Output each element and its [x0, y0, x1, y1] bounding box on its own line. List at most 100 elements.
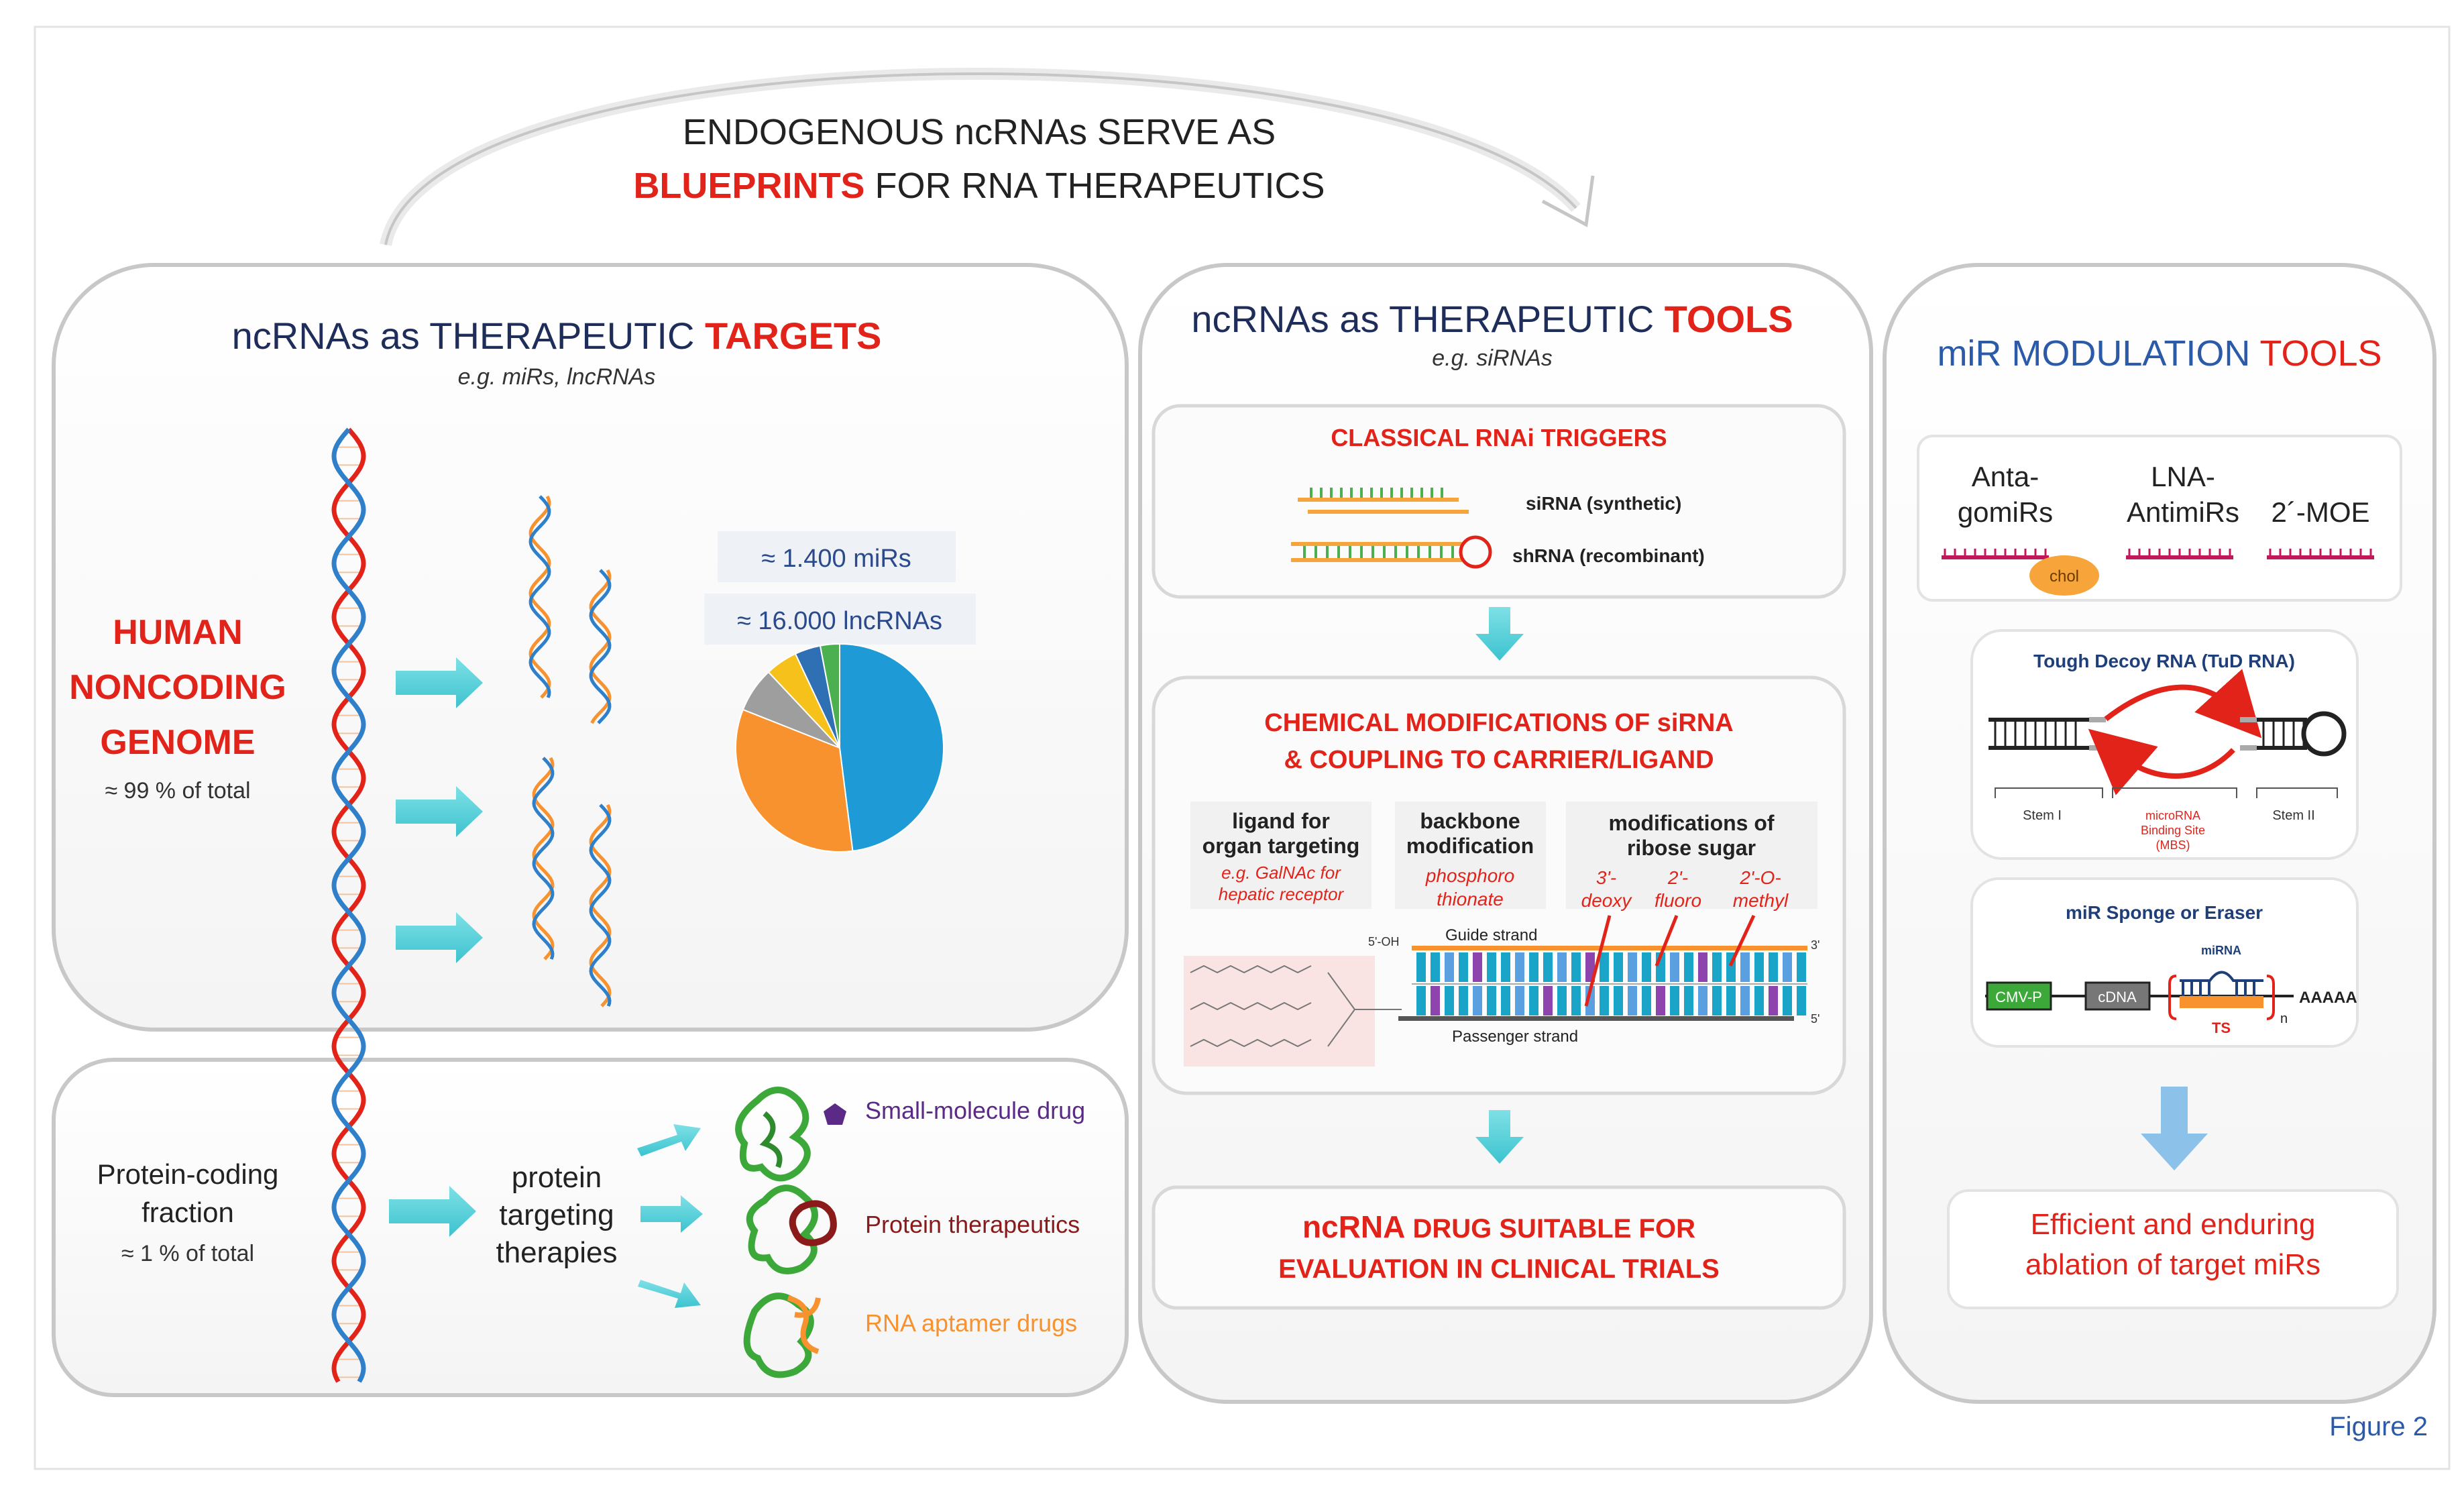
- sponge-title: miR Sponge or Eraser: [2066, 902, 2263, 923]
- genome-to-ncrna-arrows: [396, 657, 483, 963]
- pie-slice: [735, 708, 854, 852]
- ligand-box: [1190, 802, 1371, 909]
- header-blueprints: BLUEPRINTS: [633, 166, 864, 206]
- svg-text:ncRNAs as THERAPEUTIC TARGETS: ncRNAs as THERAPEUTIC TARGETS: [232, 315, 882, 357]
- targets-title-red: TARGETS: [705, 315, 881, 357]
- mbs-line2: Binding Site: [2141, 824, 2205, 837]
- mbs-line3: (MBS): [2156, 838, 2190, 852]
- rna-aptamer-icon: [743, 1292, 821, 1378]
- sugar-mod-3-l1: 2'-O-: [1739, 867, 1781, 888]
- small-molecule-protein-icon: [735, 1087, 811, 1182]
- genome-pct: ≈ 99 % of total: [105, 778, 250, 804]
- drug-title-ncrna: ncRNA: [1302, 1209, 1405, 1244]
- prime-3: 3': [1811, 938, 1819, 952]
- therapy-line3: therapies: [496, 1236, 617, 1269]
- drug-small-molecule: Small-molecule drug: [865, 1097, 1085, 1124]
- down-arrow-blue: [2141, 1087, 2208, 1170]
- tools-subtitle: e.g. siRNAs: [1432, 345, 1553, 371]
- header-line1: ENDOGENOUS ncRNAs SERVE AS: [683, 112, 1276, 152]
- small-molecule-icon: [824, 1103, 846, 1125]
- protein-fraction-pct: ≈ 1 % of total: [121, 1241, 254, 1266]
- prime-5oh: 5'-OH: [1368, 935, 1399, 948]
- shrna-hairpin-icon: [1291, 535, 1492, 569]
- tools-title: ncRNAs as THERAPEUTIC: [1191, 298, 1664, 340]
- chem-title-line2: & COUPLING TO CARRIER/LIGAND: [1284, 746, 1714, 774]
- header-line2-rest: FOR RNA THERAPEUTICS: [864, 166, 1325, 206]
- backbone-title-1: backbone: [1420, 809, 1520, 833]
- tools-title-red: TOOLS: [1665, 298, 1793, 340]
- protein-panel: [52, 1058, 1129, 1397]
- ligand-note-1: e.g. GalNAc for: [1221, 863, 1341, 883]
- protein-therapeutic-icon: [746, 1185, 837, 1274]
- antimir-strands: [1942, 549, 2374, 559]
- ligand-title-1: ligand for: [1232, 809, 1330, 833]
- sponge-construct: [1985, 971, 2294, 1020]
- genome-dna-helix: [331, 427, 366, 1383]
- prime-5b: 5': [1811, 1012, 1819, 1026]
- svg-text:miR MODULATION TOOLS: miR MODULATION TOOLS: [1937, 333, 2382, 374]
- modulation-title: miR MODULATION: [1937, 333, 2259, 374]
- sugar-mod-2-l1: 2'-: [1667, 867, 1688, 888]
- cmv-label: CMV-P: [1995, 989, 2042, 1005]
- clinical-trials-box: [1152, 1185, 1846, 1310]
- tud-title: Tough Decoy RNA (TuD RNA): [2033, 651, 2295, 671]
- blueprint-curve-arrow: [380, 67, 1595, 246]
- result-line2: ablation of target miRs: [2025, 1248, 2320, 1281]
- result-line1: Efficient and enduring: [2031, 1208, 2316, 1241]
- cholesterol-icon: [2029, 555, 2099, 596]
- ts-label: TS: [2212, 1020, 2231, 1036]
- ligand-note-2: hepatic receptor: [1219, 884, 1345, 904]
- therapy-line1: protein: [512, 1161, 602, 1194]
- guide-strand-label: Guide strand: [1445, 926, 1537, 944]
- sugar-mod-2-l2: fluoro: [1655, 890, 1701, 911]
- drug-title-rest: DRUG SUITABLE FOR: [1405, 1214, 1695, 1244]
- sugar-mod-3-l2: methyl: [1733, 890, 1789, 911]
- targets-subtitle: e.g. miRs, lncRNAs: [458, 364, 656, 390]
- passenger-strand-label: Passenger strand: [1452, 1028, 1578, 1046]
- lncrnas-count-box: [704, 594, 976, 645]
- modified-sirna-duplex: 5'-OH 3' 5': [1368, 935, 1819, 1026]
- chem-title-line1: CHEMICAL MODIFICATIONS OF siRNA: [1264, 709, 1733, 737]
- shrna-label: shRNA (recombinant): [1512, 545, 1705, 566]
- mirs-count-box: [718, 531, 956, 582]
- drug-rna-aptamer: RNA aptamer drugs: [865, 1309, 1077, 1337]
- sugar-title-2: ribose sugar: [1627, 836, 1756, 860]
- sirna-duplex-icon: [1298, 488, 1469, 514]
- backbone-note-2: thionate: [1437, 889, 1504, 910]
- modulation-title-red: TOOLS: [2259, 333, 2382, 374]
- svg-text:ncRNAs as THERAPEUTIC TOOLS: ncRNAs as THERAPEUTIC TOOLS: [1191, 298, 1793, 340]
- pie-slice: [819, 643, 840, 749]
- mirna-label: miRNA: [2201, 944, 2241, 957]
- therapy-arrows: [637, 1124, 703, 1308]
- lncrnas-count: ≈ 16.000 lncRNAs: [737, 607, 942, 635]
- ncrna-pie-chart: [735, 643, 945, 852]
- drug-protein-therapeutics: Protein therapeutics: [865, 1211, 1080, 1238]
- result-box: [1947, 1189, 2399, 1309]
- backbone-note-1: phosphoro: [1425, 865, 1514, 886]
- pie-slice: [839, 643, 945, 852]
- sugar-title-1: modifications of: [1608, 811, 1774, 835]
- stem2-label: Stem II: [2272, 808, 2314, 823]
- mbs-line1: microRNA: [2145, 809, 2200, 822]
- galnac-structure: [1184, 956, 1402, 1066]
- genome-line2: NONCODING: [69, 668, 286, 707]
- lna-line2: AntimiRs: [2127, 496, 2239, 528]
- figure-label: Figure 2: [2329, 1412, 2428, 1441]
- genome-line3: GENOME: [100, 723, 255, 762]
- svg-text:ENDOGENOUS ncRNAs SERVE AS: ENDOGENOUS ncRNAs SERVE AS: [683, 112, 1276, 152]
- figure-frame: [34, 25, 2451, 1470]
- protein-fraction-line1: Protein-coding: [97, 1158, 279, 1190]
- sugar-mod-1-l1: 3'-: [1596, 867, 1616, 888]
- sugar-box: [1566, 802, 1817, 909]
- backbone-box: [1395, 802, 1546, 909]
- protein-arrow: [389, 1186, 476, 1237]
- lna-line1: LNA-: [2151, 461, 2215, 492]
- down-arrow-1: [1475, 607, 1524, 661]
- targets-title: ncRNAs as THERAPEUTIC: [232, 315, 705, 357]
- cdna-label: cDNA: [2098, 989, 2137, 1005]
- classical-title: CLASSICAL RNAi TRIGGERS: [1331, 424, 1667, 451]
- backbone-title-2: modification: [1406, 834, 1534, 858]
- chol-label: chol: [2050, 567, 2079, 586]
- stem1-label: Stem I: [2023, 808, 2062, 823]
- protein-fraction-line2: fraction: [142, 1197, 234, 1228]
